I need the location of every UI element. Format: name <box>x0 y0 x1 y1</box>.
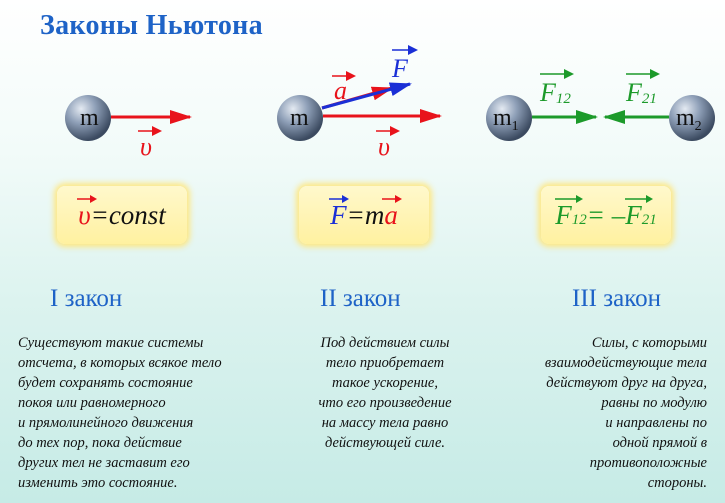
force-arrow <box>321 82 412 110</box>
text-line: до тех пор, пока действие <box>18 435 182 451</box>
law2-formula: F =m a <box>299 186 429 244</box>
mass-label: m <box>80 105 99 131</box>
velocity-symbol: υ <box>77 194 98 231</box>
text-line: изменить это состояние. <box>18 475 178 491</box>
force12-symbol: F12 <box>555 194 587 231</box>
mass-ball <box>277 95 323 141</box>
law2-text: Под действием силы тело приобретает тако… <box>290 333 480 453</box>
law2-diagram: m υ a F <box>277 45 442 161</box>
velocity-label: υ <box>140 132 152 161</box>
force21-symbol: F21 <box>625 194 657 231</box>
law1-text: Существуют такие системы отсчета, в кото… <box>18 333 222 493</box>
text-line: и направлены по <box>605 415 707 431</box>
mass2-ball <box>669 95 715 141</box>
text-line: что его произведение <box>318 395 452 411</box>
law3-formula: F12 = – F21 <box>541 186 671 244</box>
law3-diagram: m1 m2 F12 F21 <box>486 69 715 141</box>
formula-rest: =const <box>90 199 166 230</box>
formula-mid: = – <box>586 199 626 230</box>
vector-arrow-icon <box>555 194 584 203</box>
law1-diagram: m υ <box>65 95 192 161</box>
force21-label: F21 <box>625 78 657 107</box>
law1-formula: υ =const <box>57 186 187 244</box>
text-line: стороны. <box>647 475 707 491</box>
vector-arrow-icon <box>329 194 350 203</box>
text-line: Под действием силы <box>320 335 450 351</box>
text-line: Существуют такие системы <box>18 335 204 351</box>
mass-label: m <box>290 105 309 131</box>
text-line: взаимодействующие тела <box>544 355 707 371</box>
mass1-label: m1 <box>493 105 519 134</box>
force-label: F <box>391 54 409 83</box>
text-line: противоположные <box>589 455 707 471</box>
text-line: равны по модулю <box>601 395 707 411</box>
text-line: действуют друг на друга, <box>546 375 707 391</box>
vector-arrow-icon <box>625 194 654 203</box>
force12-label: F12 <box>539 78 571 107</box>
law2-title: II закон <box>320 285 401 312</box>
mass2-label: m2 <box>676 105 702 134</box>
vector-arrow-icon <box>77 194 98 203</box>
velocity-label: υ <box>378 132 390 161</box>
text-line: тело приобретает <box>325 355 445 371</box>
text-line: Силы, с которыми <box>591 335 707 351</box>
text-line: отсчета, в которых всякое тело <box>18 355 222 371</box>
force-symbol: F <box>329 194 350 231</box>
text-line: покоя или равномерного <box>18 395 166 411</box>
law3-text: Силы, с которыми взаимодействующие тела … <box>545 333 707 493</box>
text-line: других тел не заставит его <box>18 455 190 471</box>
text-line: и прямолинейного движения <box>18 415 194 431</box>
acceleration-symbol: a <box>382 194 403 231</box>
text-line: одной прямой в <box>612 435 707 451</box>
law3-title: III закон <box>572 285 661 312</box>
formula-mid: =m <box>346 199 385 230</box>
mass-ball <box>65 95 111 141</box>
text-line: действующей силе. <box>324 435 446 451</box>
text-line: будет сохранять состояние <box>18 375 193 391</box>
text-line: такое ускорение, <box>332 375 438 391</box>
page-title: Законы Ньютона <box>40 10 263 41</box>
text-line: на массу тела равно <box>321 415 449 431</box>
newton-diagram: m υ m υ a F m1 m2 F12 F21 <box>65 45 715 161</box>
vector-arrow-icon <box>382 194 403 203</box>
acceleration-label: a <box>334 76 347 105</box>
mass1-ball <box>486 95 532 141</box>
law1-title: I закон <box>50 285 123 312</box>
